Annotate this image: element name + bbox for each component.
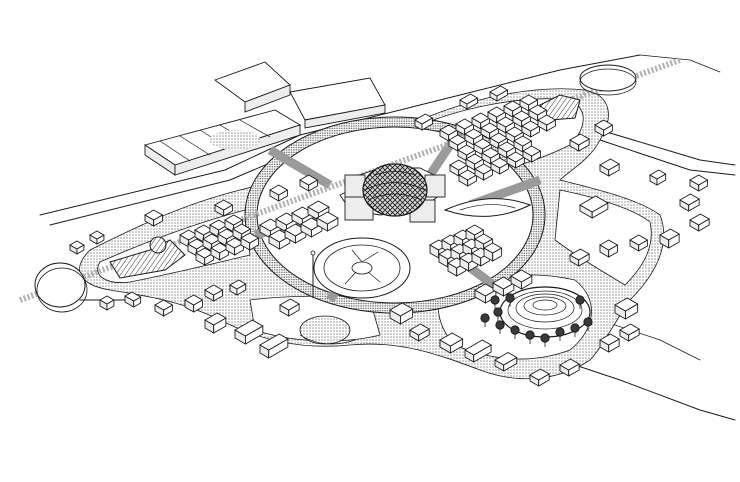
- building-block: [569, 248, 591, 267]
- building-block: [614, 297, 639, 320]
- building-block: [492, 276, 515, 297]
- building-block: [299, 174, 319, 192]
- building-block: [225, 237, 245, 256]
- building-block: [195, 247, 215, 266]
- central-dome-complex: [339, 163, 446, 223]
- building-block: [496, 116, 516, 134]
- building-block: [522, 145, 542, 163]
- long-roof-structure: [143, 61, 386, 176]
- building-block: [474, 283, 497, 304]
- tree: [490, 295, 500, 305]
- building-block: [439, 124, 459, 142]
- tree: [505, 293, 515, 303]
- building-blocks: [69, 85, 711, 387]
- building-block: [483, 242, 503, 262]
- tree: [570, 323, 580, 333]
- building-block: [510, 269, 533, 290]
- tree-row: [480, 293, 593, 347]
- building-block: [234, 319, 264, 345]
- building-block: [471, 112, 491, 130]
- building-block: [503, 100, 523, 118]
- building-block: [659, 228, 681, 249]
- building-block: [519, 94, 539, 112]
- tree: [525, 330, 535, 340]
- building-block: [229, 279, 247, 296]
- building-block: [389, 302, 414, 325]
- building-block: [537, 114, 557, 132]
- building-block: [144, 209, 164, 227]
- building-block: [579, 195, 609, 219]
- building-block: [232, 223, 252, 242]
- building-block: [439, 332, 464, 354]
- building-block: [569, 133, 591, 152]
- building-block: [506, 151, 526, 169]
- building-block: [599, 158, 621, 177]
- building-block: [269, 184, 289, 202]
- building-block: [489, 85, 509, 102]
- light-mast: [310, 250, 316, 298]
- building-block: [409, 323, 431, 342]
- building-block: [259, 333, 289, 359]
- building-block: [316, 211, 339, 232]
- building-block: [490, 157, 510, 175]
- tree: [495, 320, 505, 330]
- building-block: [594, 119, 614, 137]
- building-block: [69, 240, 85, 255]
- building-block: [204, 284, 224, 302]
- building-block: [629, 234, 649, 252]
- building-block: [279, 298, 301, 317]
- building-block: [459, 93, 479, 110]
- building-block: [481, 147, 501, 165]
- building-block: [465, 153, 485, 171]
- building-block: [487, 106, 507, 124]
- building-block: [89, 230, 105, 245]
- tree: [510, 325, 520, 335]
- building-block: [448, 134, 468, 152]
- tree: [480, 313, 490, 323]
- building-block: [184, 294, 204, 313]
- building-block: [414, 113, 434, 131]
- building-block: [124, 291, 142, 308]
- tree: [555, 327, 565, 337]
- east-stadium: [499, 286, 591, 338]
- building-block: [529, 368, 551, 387]
- building-block: [619, 323, 641, 342]
- building-block: [99, 295, 115, 311]
- building-block: [599, 239, 619, 258]
- building-block: [455, 118, 475, 136]
- building-block: [679, 193, 701, 212]
- building-block: [649, 169, 667, 186]
- building-block: [204, 312, 227, 334]
- building-block: [210, 242, 230, 261]
- building-block: [599, 333, 621, 353]
- tree: [540, 333, 550, 343]
- building-block: [464, 339, 493, 363]
- left-oval-platform: [34, 262, 88, 313]
- tree: [575, 295, 585, 305]
- building-block: [449, 159, 469, 177]
- building-block: [214, 199, 234, 217]
- building-block: [458, 169, 478, 187]
- left-hatched-pavilion: [109, 236, 186, 279]
- southern-park: [299, 315, 356, 345]
- building-block: [494, 351, 518, 372]
- tree: [493, 307, 503, 317]
- building-block: [240, 232, 260, 251]
- tree: [583, 317, 593, 327]
- oval-canopy: [579, 64, 637, 96]
- building-block: [154, 299, 174, 317]
- building-block: [689, 213, 711, 232]
- building-block: [689, 174, 709, 192]
- building-block: [559, 358, 581, 377]
- lens-pavilion: [443, 198, 532, 217]
- radial-plaza: [313, 237, 411, 299]
